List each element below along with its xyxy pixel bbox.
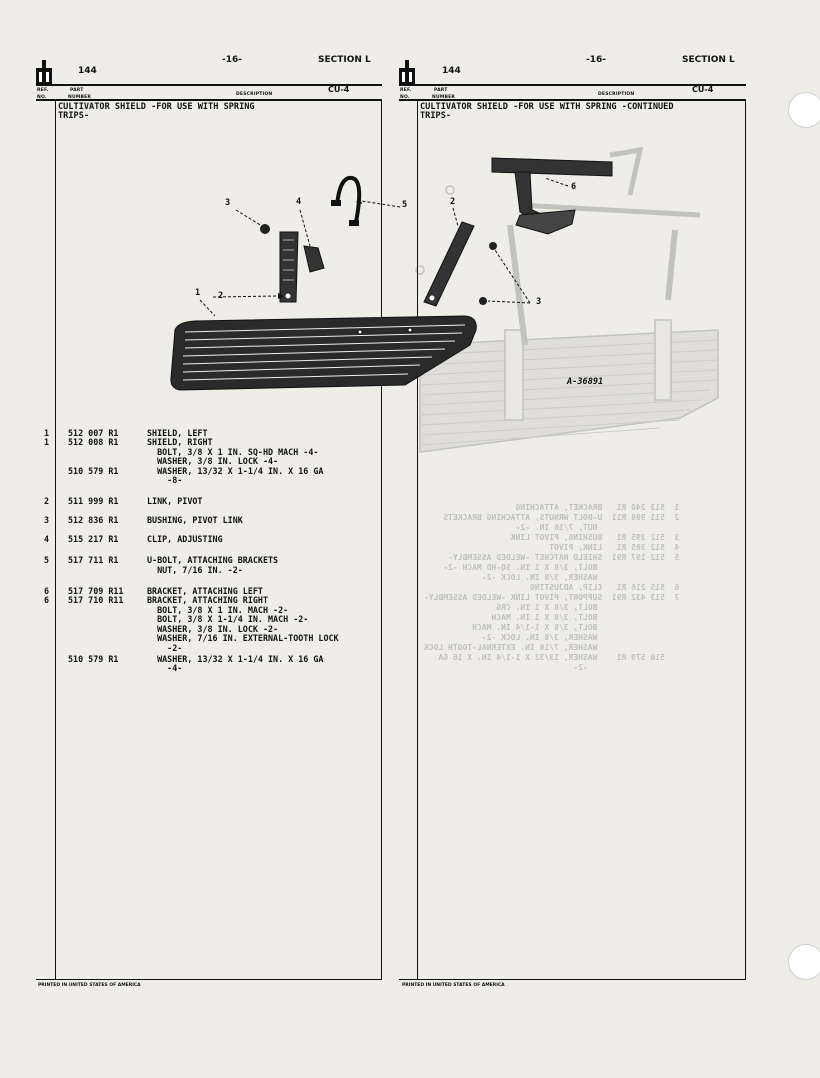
part-description: -8- [147,475,183,485]
part-description: CLIP, ADJUSTING [147,534,223,544]
callout-right-6: 6 [571,182,577,192]
right-footer-rule [399,979,746,980]
part-description: -4- [147,663,183,673]
part-description: SHIELD, LEFT [147,428,208,438]
part-number: 515 217 R1 [68,534,119,544]
left-title-line1: CULTIVATOR SHIELD -FOR USE WITH SPRING [58,102,255,112]
right-vertical-rule [417,99,418,980]
adjusting-clip [303,245,325,273]
right-title-line1: CULTIVATOR SHIELD -FOR USE WITH SPRING -… [420,102,674,112]
part-description: BUSHING, PIVOT LINK [147,515,243,525]
callout-1: 1 [195,288,201,298]
left-col-ref: REF. [37,88,49,93]
right-col-number: NUMBER [432,95,456,100]
right-header-rule [399,84,746,86]
part-number: 517 710 R11 [68,595,124,605]
ref-number: 6 [44,595,50,605]
left-col-desc: DESCRIPTION [236,92,273,97]
part-description: SHIELD, RIGHT [147,437,213,447]
left-footer-rule [36,979,382,980]
left-title-line2: TRIPS- [58,111,90,121]
part-description: BRACKET, ATTACHING RIGHT [147,595,269,605]
left-center-number: -16- [222,55,242,65]
right-title-line2: TRIPS- [420,111,452,121]
ref-number: 1 [44,428,50,438]
part-description: BOLT, 3/8 X 1 IN. SQ-HD MACH -4- [147,447,319,457]
ih-logo-icon [399,60,415,86]
part-number: 512 007 R1 [68,428,119,438]
part-description: WASHER, 13/32 X 1-1/4 IN. X 16 GA [147,466,324,476]
part-description: -2- [147,643,183,653]
callout-4: 4 [296,197,302,207]
left-col-no: NO. [37,95,47,100]
part-number: 511 999 R1 [68,496,119,506]
right-col-desc: DESCRIPTION [598,92,635,97]
part-description: WASHER, 3/8 IN. LOCK -4- [147,456,279,466]
part-description: U-BOLT, ATTACHING BRACKETS [147,555,279,565]
ref-number: 4 [44,534,50,544]
right-col-part: PART [434,88,448,93]
part-number: 510 579 R1 [68,466,119,476]
ih-logo-icon [36,60,52,86]
ref-number: 1 [44,437,50,447]
part-number: 517 711 R1 [68,555,119,565]
callout-right-3: 3 [536,297,542,307]
left-code: CU-4 [328,85,350,94]
illustration-id: A-36891 [567,377,604,387]
right-footer: PRINTED IN UNITED STATES OF AMERICA [402,983,505,988]
left-right-rule [381,99,382,980]
callout-right-2: 2 [450,197,456,207]
pivot-link-left [279,231,299,303]
punch-hole-top [788,92,820,128]
left-section: SECTION L [318,55,371,65]
left-vertical-rule [55,99,56,980]
u-bolt [335,175,362,223]
left-header-rule [36,84,382,86]
pivot-link-right [423,221,475,307]
part-number: 512 836 R1 [68,515,119,525]
part-description: WASHER, 13/32 X 1-1/4 IN. X 16 GA [147,654,324,664]
part-number: 517 709 R11 [68,586,124,596]
left-footer: PRINTED IN UNITED STATES OF AMERICA [38,983,141,988]
part-description: WASHER, 7/16 IN. EXTERNAL-TOOTH LOCK [147,633,339,643]
right-section: SECTION L [682,55,735,65]
callout-3: 3 [225,198,231,208]
right-center-number: -16- [586,55,606,65]
attaching-bracket [491,157,613,235]
ref-number: 3 [44,515,50,525]
shield-part [170,315,477,391]
left-col-number: NUMBER [68,95,92,100]
right-right-rule [745,99,746,980]
ref-number: 6 [44,586,50,596]
right-col-no: NO. [400,95,410,100]
right-page-number: 144 [442,66,461,76]
right-code: CU-4 [692,85,714,94]
left-col-part: PART [70,88,84,93]
bushing-left [260,224,270,234]
bushing-right-2 [479,297,487,305]
left-page-number: 144 [78,66,97,76]
ref-number: 2 [44,496,50,506]
right-header-rule-2 [399,99,746,101]
callout-2: 2 [218,291,224,301]
punch-hole-bottom [788,944,820,980]
right-col-ref: REF. [400,88,412,93]
leader-lines [199,177,569,317]
part-description: BOLT, 3/8 X 1-1/4 IN. MACH -2- [147,614,309,624]
ref-number: 5 [44,555,50,565]
part-number: 510 579 R1 [68,654,119,664]
part-number: 512 008 R1 [68,437,119,447]
part-description: WASHER, 3/8 IN. LOCK -2- [147,624,279,634]
bushing-right-1 [489,242,497,250]
left-header-rule-2 [36,99,382,101]
part-description: BOLT, 3/8 X 1 IN. MACH -2- [147,605,289,615]
faded-shield-assembly [415,146,719,453]
callout-5: 5 [402,200,408,210]
part-description: BRACKET, ATTACHING LEFT [147,586,263,596]
part-description: LINK, PIVOT [147,496,203,506]
part-description: NUT, 7/16 IN. -2- [147,565,243,575]
